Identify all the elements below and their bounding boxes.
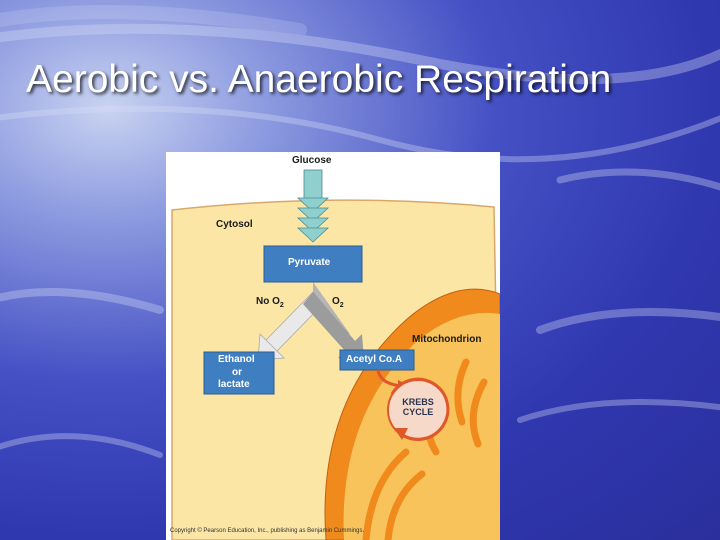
arrow-o2 <box>303 292 356 352</box>
or-label: or <box>232 367 242 378</box>
glucose-label: Glucose <box>292 155 332 166</box>
copyright-notice: Copyright © Pearson Education, Inc., pub… <box>170 528 365 534</box>
glucose-arrow <box>296 169 330 243</box>
pyruvate-label: Pyruvate <box>288 257 331 268</box>
o2-label: O2 <box>332 296 344 310</box>
acetyl-coa-box <box>339 349 415 371</box>
ethanol-label: Ethanol <box>218 354 255 365</box>
slide-title: Aerobic vs. Anaerobic Respiration <box>26 58 612 101</box>
krebs-cycle-circle <box>387 377 450 441</box>
acetyl-coa-label: Acetyl Co.A <box>346 354 403 365</box>
krebs-cycle-label: KREBS CYCLE <box>402 397 434 417</box>
no-o2-label: No O2 <box>256 296 284 310</box>
cytosol-label: Cytosol <box>216 219 253 230</box>
respiration-diagram: Glucose Cytosol Pyruvate No O2 O2 Mitoch… <box>166 152 500 540</box>
ethanol-box <box>203 351 275 395</box>
pyruvate-box <box>263 245 363 283</box>
mitochondrion-label: Mitochondrion <box>412 334 482 345</box>
lactate-label: lactate <box>218 379 250 390</box>
diagram-graphics <box>171 169 500 540</box>
